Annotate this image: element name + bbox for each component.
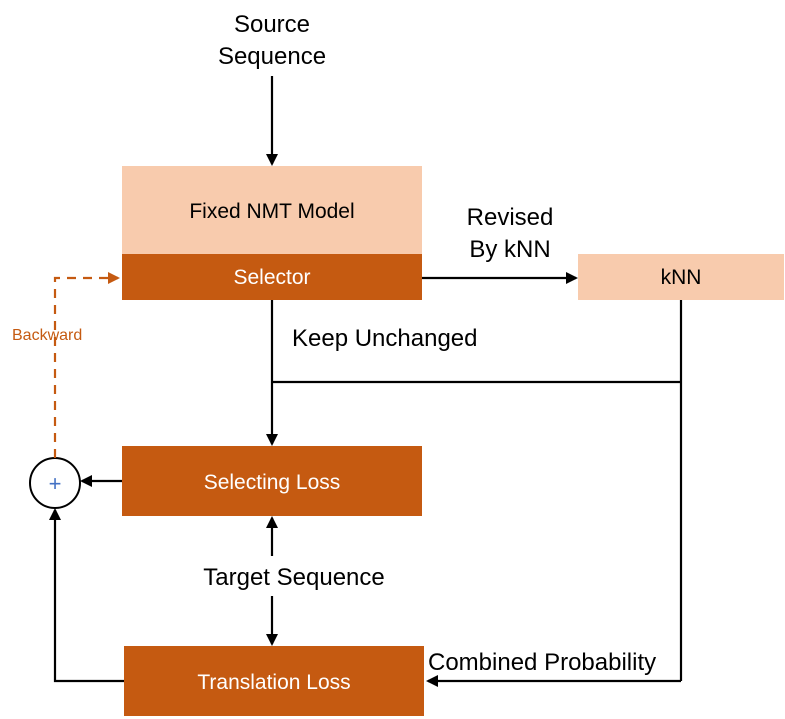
fixed-nmt-model-label: Fixed NMT Model [189, 200, 354, 223]
selecting-loss-label: Selecting Loss [204, 471, 341, 494]
revised-by-knn-label-line2: By kNN [469, 236, 550, 263]
target-sequence-label: Target Sequence [203, 564, 384, 591]
selector-box [122, 254, 422, 300]
keep-unchanged-label: Keep Unchanged [292, 325, 477, 352]
plus-icon: + [49, 471, 62, 496]
revised-by-knn-label-line1: Revised [467, 204, 554, 231]
translation-loss-box [124, 646, 424, 716]
combined-probability-label: Combined Probability [428, 649, 656, 676]
selector-label: Selector [233, 266, 310, 289]
translation-loss-label: Translation Loss [197, 671, 350, 694]
fixed-nmt-model-box [122, 166, 422, 254]
selecting-loss-box [122, 446, 422, 516]
knn-label: kNN [661, 266, 702, 289]
arrow-translation-loss-to-sum [49, 508, 124, 683]
arrow-backward-dashed [53, 272, 120, 458]
backward-label: Backward [12, 327, 82, 344]
source-sequence-label-line1: Source [234, 11, 310, 38]
knn-box [578, 254, 784, 300]
source-sequence-label-line2: Sequence [218, 43, 326, 70]
